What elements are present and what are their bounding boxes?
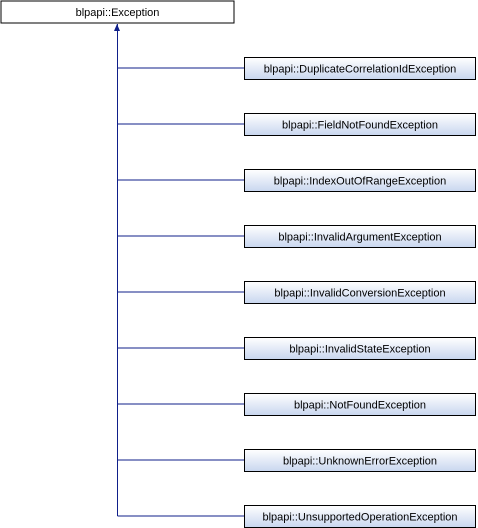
derived-class-label: blpapi::NotFoundException	[294, 400, 426, 412]
derived-class-node[interactable]: blpapi::InvalidConversionException	[244, 281, 476, 304]
derived-class-label: blpapi::FieldNotFoundException	[282, 120, 438, 132]
derived-class-node[interactable]: blpapi::UnknownErrorException	[244, 449, 476, 472]
derived-class-node[interactable]: blpapi::DuplicateCorrelationIdException	[244, 57, 476, 80]
derived-class-box	[244, 393, 476, 416]
derived-class-label: blpapi::IndexOutOfRangeException	[274, 176, 446, 188]
derived-class-box	[244, 169, 476, 192]
derived-class-label: blpapi::UnsupportedOperationException	[262, 512, 457, 524]
derived-class-node[interactable]: blpapi::InvalidArgumentException	[244, 225, 476, 248]
derived-class-label: blpapi::DuplicateCorrelationIdException	[264, 64, 457, 76]
derived-class-box	[244, 113, 476, 136]
derived-class-node[interactable]: blpapi::UnsupportedOperationException	[244, 505, 476, 528]
derived-class-box	[244, 57, 476, 80]
derived-class-node[interactable]: blpapi::NotFoundException	[244, 393, 476, 416]
derived-class-label: blpapi::UnknownErrorException	[283, 456, 437, 468]
derived-class-label: blpapi::InvalidStateException	[289, 344, 430, 356]
derived-class-box	[244, 337, 476, 360]
derived-class-node[interactable]: blpapi::IndexOutOfRangeException	[244, 169, 476, 192]
derived-class-box	[244, 449, 476, 472]
edges	[117, 24, 245, 517]
derived-class-nodes: blpapi::DuplicateCorrelationIdExceptionb…	[244, 57, 476, 528]
base-class-label: blpapi::Exception	[76, 7, 160, 19]
derived-class-node[interactable]: blpapi::InvalidStateException	[244, 337, 476, 360]
base-class-node[interactable]: blpapi::Exception	[0, 0, 235, 24]
derived-class-label: blpapi::InvalidArgumentException	[278, 232, 441, 244]
base-class-box	[0, 0, 235, 24]
inheritance-arrowhead	[114, 24, 120, 31]
derived-class-label: blpapi::InvalidConversionException	[274, 288, 445, 300]
derived-class-box	[244, 225, 476, 248]
derived-class-node[interactable]: blpapi::FieldNotFoundException	[244, 113, 476, 136]
derived-class-box	[244, 281, 476, 304]
